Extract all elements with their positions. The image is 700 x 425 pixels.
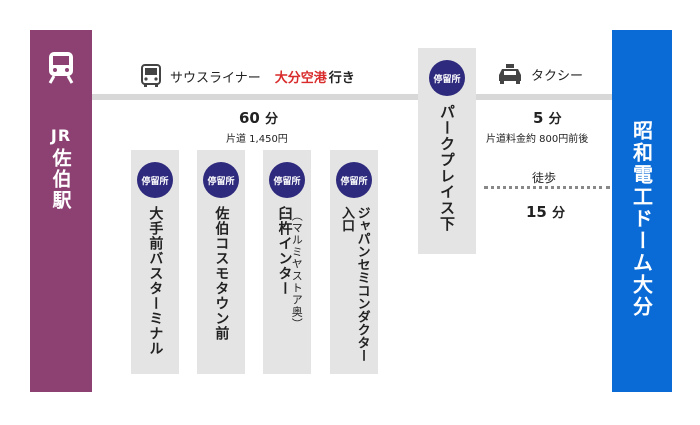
taxi-time-value: 5 <box>533 109 544 127</box>
destination-venue: 昭和電工ドーム大分 <box>612 30 672 392</box>
taxi-label: タクシー <box>497 64 583 84</box>
walk-line <box>484 186 610 189</box>
stop-3: 停留所 臼杵インター （マルミヤストア奥） <box>263 150 311 374</box>
stop-1: 停留所 大手前バスターミナル <box>131 150 179 374</box>
stop-badge: 停留所 <box>269 162 305 198</box>
taxi-time-unit: 分 <box>548 112 562 127</box>
stop-2: 停留所 佐伯コスモタウン前 <box>197 150 245 374</box>
bus-fare: 片道 1,450円 <box>226 134 288 145</box>
stop-name-main: 臼杵インター <box>276 206 293 296</box>
destination-name: 昭和電工ドーム大分 <box>629 120 654 318</box>
taxi-name: タクシー <box>531 68 584 84</box>
walk-time: 15 分 <box>526 202 565 221</box>
bus-destination-suffix: 行き <box>328 70 355 86</box>
origin-prefix: JR <box>50 126 72 145</box>
stop-badge: 停留所 <box>203 162 239 198</box>
origin-name: 佐伯駅 <box>49 148 72 211</box>
stop-badge: 停留所 <box>137 162 173 198</box>
transfer-stop: 停留所 パークプレイス下 <box>418 48 476 254</box>
origin-station: JR 佐伯駅 <box>30 30 92 392</box>
taxi-time: 5 分 <box>533 108 562 127</box>
stop-badge: 停留所 <box>336 162 372 198</box>
bus-time-unit: 分 <box>265 112 279 127</box>
stop-name: 臼杵インター <box>276 206 293 296</box>
bus-time: 60 分 <box>239 108 278 127</box>
taxi-icon <box>499 64 521 84</box>
taxi-fare: 片道料金約 800円前後 <box>486 134 589 145</box>
walk-time-value: 15 <box>526 203 547 221</box>
bus-label: サウスライナー 大分空港 行き <box>140 64 355 88</box>
bus-destination: 大分空港 <box>274 70 327 86</box>
walk-label: 徒歩 <box>532 171 557 185</box>
bus-name: サウスライナー <box>170 70 261 86</box>
route-line <box>92 94 612 100</box>
stop-name: 大手前バスターミナル <box>147 206 164 356</box>
stop-badge: 停留所 <box>429 60 465 96</box>
stop-name-sub: （マルミヤストア奥） <box>290 210 304 330</box>
walk-time-unit: 分 <box>552 206 566 221</box>
stop-4: 停留所 ジャパンセミコンダクター入口 <box>330 150 378 374</box>
transfer-stop-name: パークプレイス下 <box>438 104 456 232</box>
bus-time-value: 60 <box>239 109 260 127</box>
train-icon <box>48 52 74 84</box>
stop-name: 佐伯コスモタウン前 <box>213 206 230 341</box>
bus-icon <box>141 64 161 87</box>
stop-name: ジャパンセミコンダクター入口 <box>339 206 370 362</box>
